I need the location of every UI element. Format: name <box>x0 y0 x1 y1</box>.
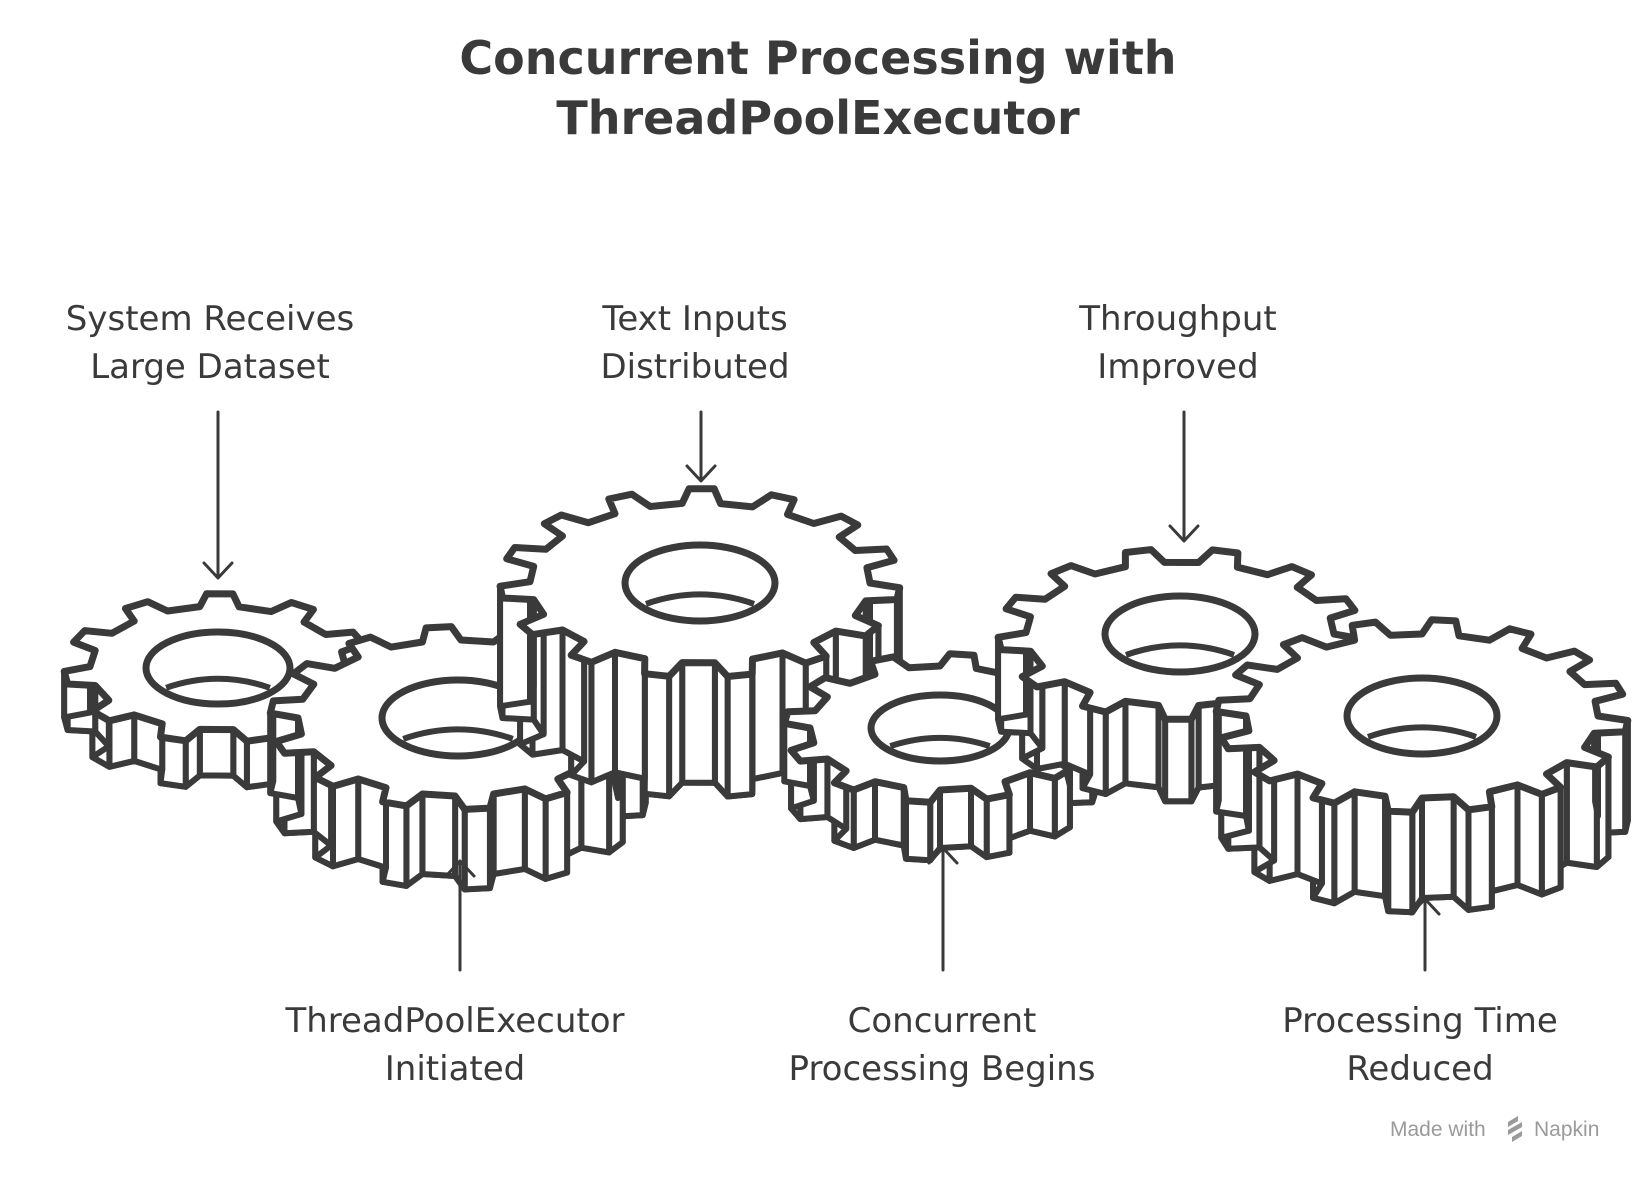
step-5-line-2: Improved <box>1097 347 1258 387</box>
gear-hole-shadow <box>402 726 514 742</box>
step-4-line-2: Processing Begins <box>789 1049 1096 1089</box>
step-label-6: Processing Time Reduced <box>1282 1001 1558 1089</box>
arrow-step-4 <box>927 846 959 972</box>
arrow-step-6 <box>1409 897 1441 972</box>
step-label-1: System Receives Large Dataset <box>66 299 354 387</box>
step-3-line-2: Distributed <box>600 347 789 387</box>
watermark: Made with Napkin <box>1390 1116 1599 1142</box>
arrow-step-3 <box>685 410 717 483</box>
gear-hole <box>621 541 779 625</box>
step-label-3: Text Inputs Distributed <box>600 299 789 387</box>
napkin-logo-icon <box>1508 1116 1522 1142</box>
step-1-line-2: Large Dataset <box>90 347 330 387</box>
arrow-step-2 <box>444 859 476 972</box>
watermark-brand: Napkin <box>1534 1118 1599 1141</box>
step-label-2: ThreadPoolExecutor Initiated <box>284 1001 624 1089</box>
step-1-line-1: System Receives <box>66 299 354 339</box>
title-line-2: ThreadPoolExecutor <box>556 91 1080 145</box>
step-6-line-2: Reduced <box>1346 1049 1493 1089</box>
gear-icon <box>266 623 650 893</box>
gear-hole-shadow <box>645 591 755 607</box>
step-5-line-1: Throughput <box>1078 299 1277 339</box>
gear-hole <box>1101 592 1259 676</box>
gear-hole-shadow <box>1125 642 1235 658</box>
arrow-step-1 <box>202 410 234 580</box>
gear-hole-shadow <box>1367 724 1477 740</box>
arrow-step-5 <box>1168 410 1200 543</box>
title-line-1: Concurrent Processing with <box>459 31 1176 85</box>
step-label-4: Concurrent Processing Begins <box>789 1001 1096 1089</box>
step-3-line-1: Text Inputs <box>601 299 787 339</box>
step-label-5: Throughput Improved <box>1078 299 1277 387</box>
step-4-line-1: Concurrent <box>848 1001 1037 1041</box>
step-2-line-2: Initiated <box>385 1049 525 1089</box>
gear-hole-shadow <box>165 675 271 691</box>
gear-hole <box>867 691 1013 765</box>
step-6-line-1: Processing Time <box>1282 1001 1558 1041</box>
diagram-title: Concurrent Processing with ThreadPoolExe… <box>459 31 1176 145</box>
gear-hole <box>142 628 294 708</box>
watermark-prefix: Made with <box>1390 1118 1486 1141</box>
gear-hole <box>1343 674 1501 758</box>
gear-icon <box>1212 616 1632 916</box>
connector-arrows <box>202 410 1441 972</box>
gear-icon <box>496 485 904 800</box>
step-2-line-1: ThreadPoolExecutor <box>284 1001 624 1041</box>
gear-chain <box>60 485 1632 916</box>
gear-hole-shadow <box>889 734 991 749</box>
